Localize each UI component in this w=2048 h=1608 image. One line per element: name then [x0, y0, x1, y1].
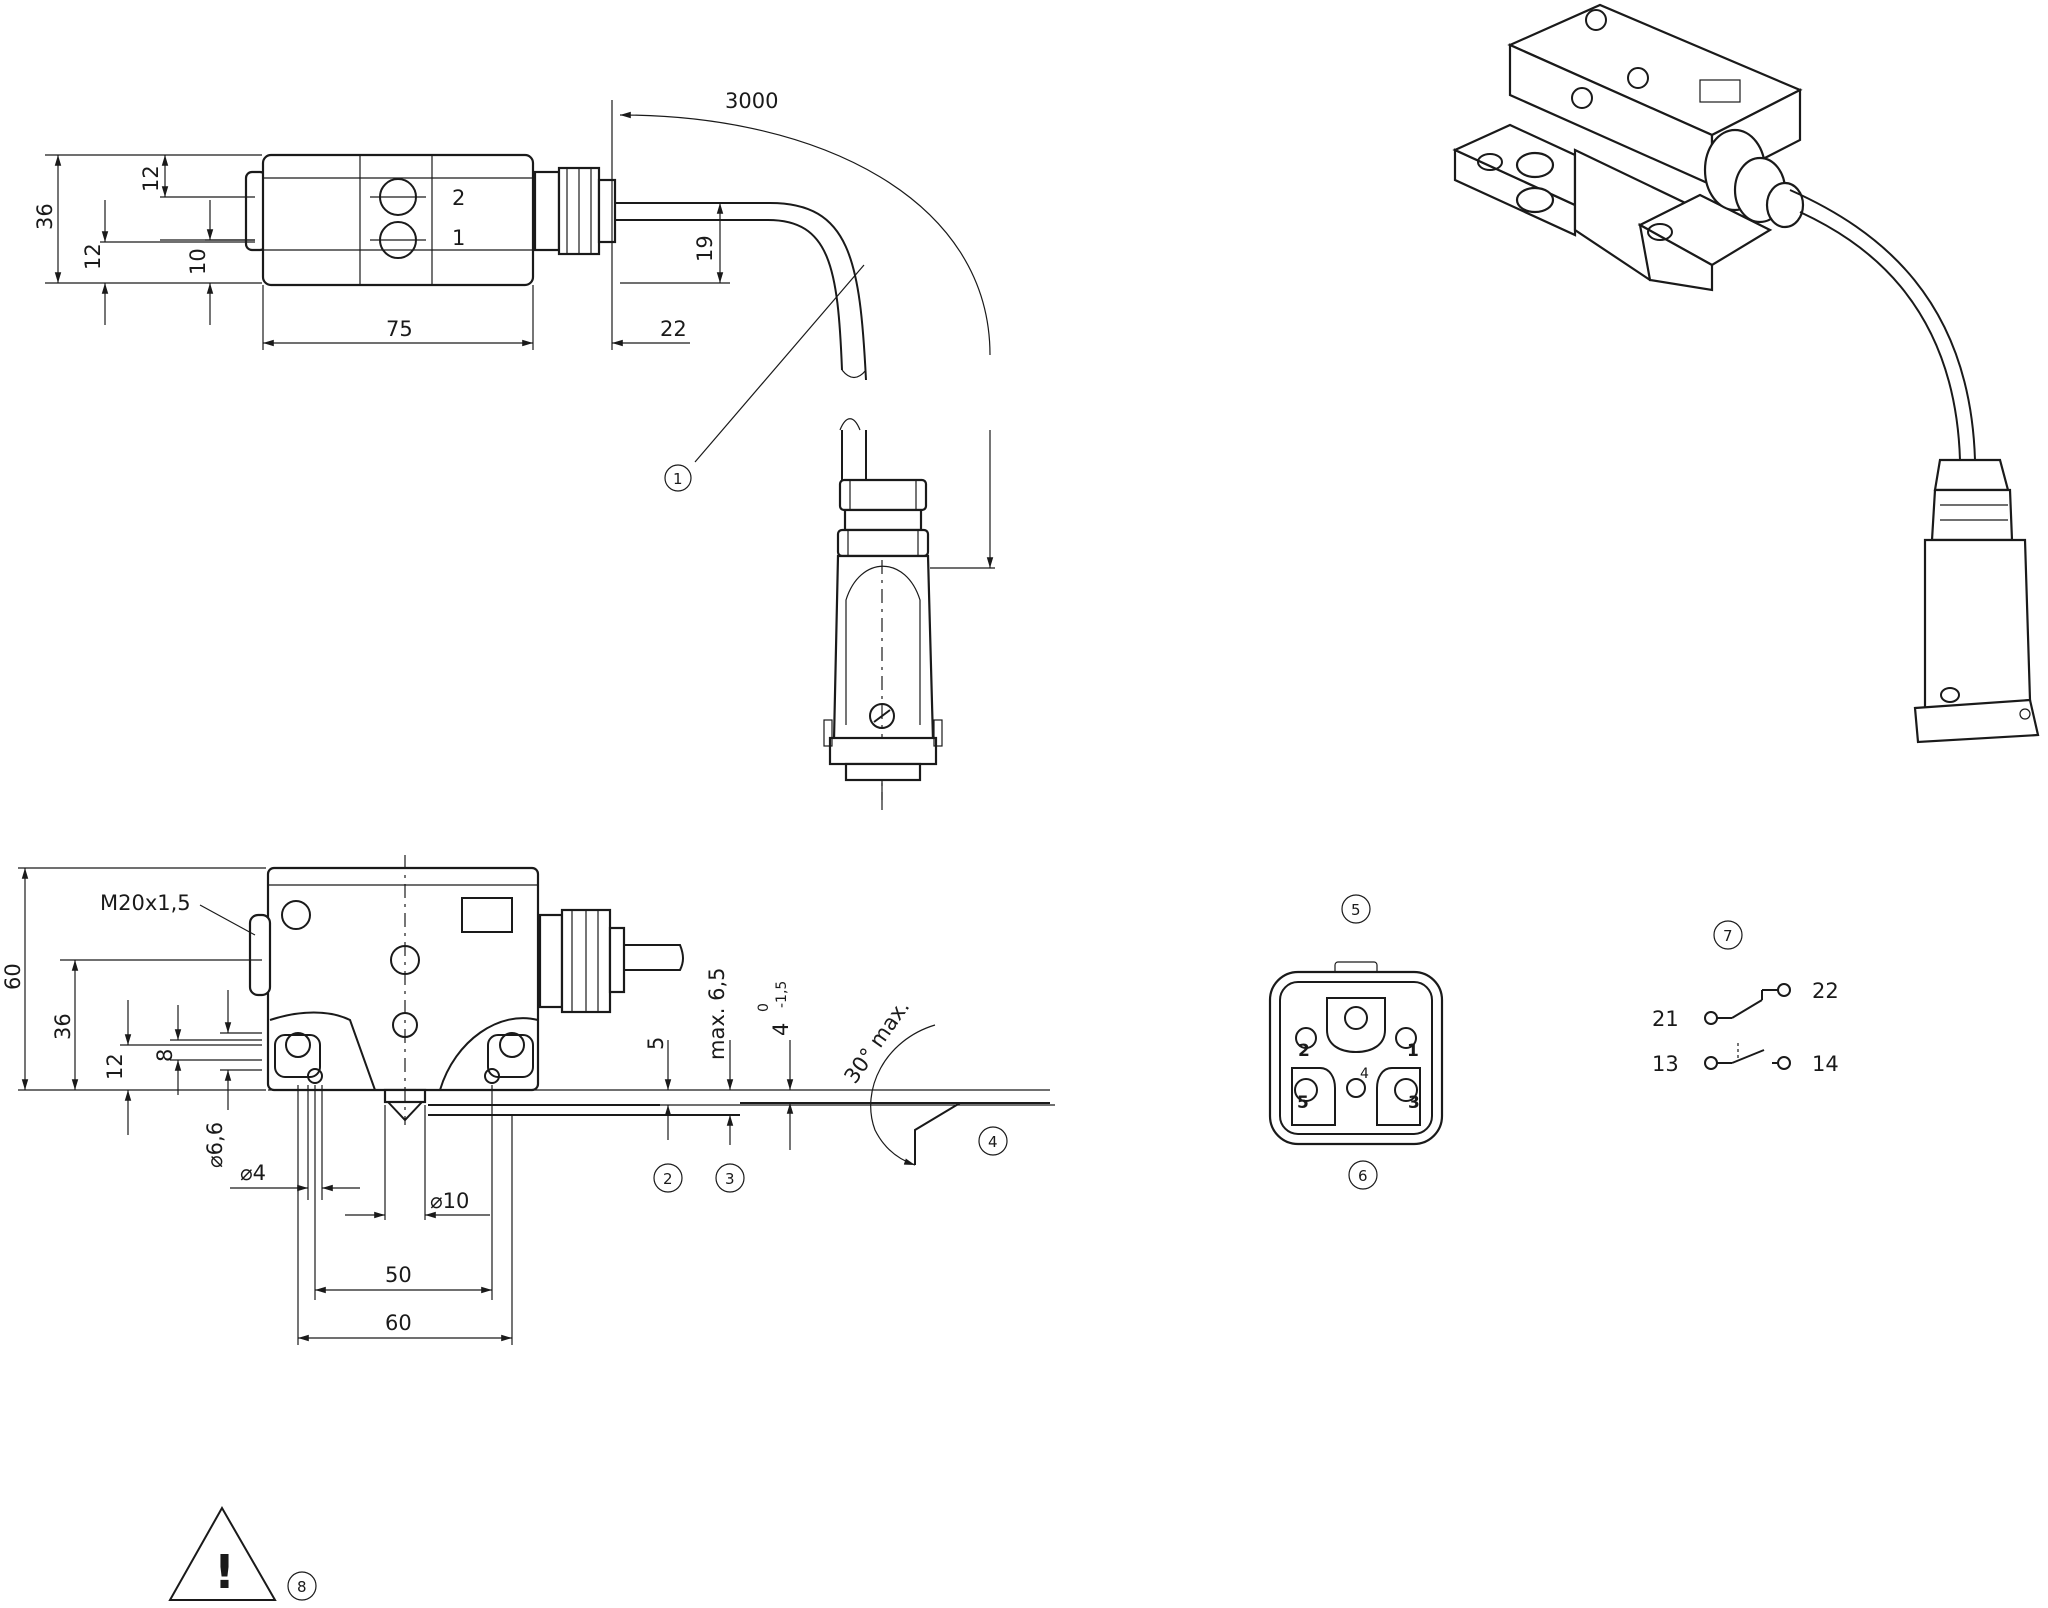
dim-8: 8: [153, 1049, 177, 1062]
housing-front: [266, 866, 540, 1092]
mount-hole-right-icon: [499, 1032, 525, 1058]
tol-upper: 0: [756, 1003, 772, 1012]
terminal-13: 13: [1652, 1052, 1679, 1076]
svg-text:7: 7: [1723, 927, 1733, 945]
dim-3000: 3000: [725, 89, 778, 113]
svg-text:2: 2: [663, 1170, 673, 1188]
dim-max-6-5: max. 6,5: [705, 967, 729, 1060]
screw-center-icon: [392, 1012, 418, 1038]
callout-8: [287, 1571, 317, 1601]
terminal-21: 21: [1652, 1007, 1679, 1031]
cable-length-arc: [619, 111, 991, 356]
thread-label: M20x1,5: [100, 891, 191, 915]
callout-3: [715, 1163, 745, 1193]
dim-60-height: 60: [1, 963, 25, 990]
pin-4: 4: [1360, 1066, 1369, 1082]
warning-triangle-icon: ! 8: [168, 1505, 317, 1601]
screw-top-left-icon: [281, 900, 311, 930]
dim-12-front: 12: [103, 1053, 127, 1080]
svg-text:8: 8: [297, 1578, 307, 1596]
dim-5: 5: [644, 1037, 668, 1050]
label-plate: [461, 897, 513, 933]
contact-diagram: 7 22 21 13 14: [1652, 920, 1839, 1076]
pin-3: 3: [1408, 1093, 1420, 1113]
tol-lower: -1,5: [774, 981, 790, 1008]
svg-text:6: 6: [1358, 1167, 1368, 1185]
callout-4: [978, 1126, 1008, 1156]
actuator-front: [248, 913, 272, 997]
top-side-view: 2 1 3000: [33, 89, 995, 810]
dim-10: 10: [186, 248, 210, 275]
led-front-icon: [390, 945, 420, 975]
terminal-22: 22: [1812, 979, 1839, 1003]
mount-hole-left-icon: [285, 1032, 311, 1058]
plug-connector-side: [823, 478, 943, 810]
dim-12-left: 12: [81, 243, 105, 270]
isometric-view: [1452, 3, 2040, 744]
callout-7: [1713, 920, 1743, 950]
dim-12-upper: 12: [139, 165, 163, 192]
dim-dia-4: ⌀4: [240, 1161, 266, 1185]
callout-1: [664, 464, 692, 492]
callout-6: [1348, 1160, 1378, 1190]
dim-36-front: 36: [51, 1013, 75, 1040]
housing-side: [261, 153, 535, 287]
cable-upper-line: [615, 202, 867, 381]
gland-nut: [533, 170, 561, 252]
pin-5: 5: [1297, 1093, 1309, 1113]
svg-text:4: 4: [988, 1133, 998, 1151]
dim-dia-6-6: ⌀6,6: [203, 1122, 227, 1168]
locking-screw-icon: [869, 703, 895, 729]
cable-lower-line: [615, 219, 843, 371]
warning-symbol: !: [214, 1545, 235, 1599]
dim-75: 75: [386, 317, 413, 341]
pin-2: 2: [1298, 1041, 1310, 1061]
label-1: 1: [452, 226, 465, 250]
connector-pinout: 5 2 1 4 5 3 6: [1268, 894, 1444, 1190]
callout-2: [653, 1163, 683, 1193]
dim-60-span: 60: [385, 1311, 412, 1335]
svg-text:3: 3: [725, 1170, 735, 1188]
svg-text:5: 5: [1351, 901, 1361, 919]
pin-1: 1: [1407, 1041, 1419, 1061]
gland-cap: [597, 178, 617, 244]
svg-text:1: 1: [673, 470, 683, 488]
dim-50: 50: [385, 1263, 412, 1287]
dim-19: 19: [693, 235, 717, 262]
dim-22: 22: [660, 317, 687, 341]
terminal-14: 14: [1812, 1052, 1839, 1076]
label-2: 2: [452, 186, 465, 210]
dim-dia-10: ⌀10: [430, 1189, 469, 1213]
connector-outline: [1268, 970, 1444, 1146]
callout-5: [1341, 894, 1371, 924]
dim-4-tol: 4: [769, 1023, 793, 1036]
front-view: 60 36 12 8 ⌀6,6 ⌀4 ⌀10 50: [1, 855, 1055, 1345]
dim-36-top: 36: [33, 203, 57, 230]
